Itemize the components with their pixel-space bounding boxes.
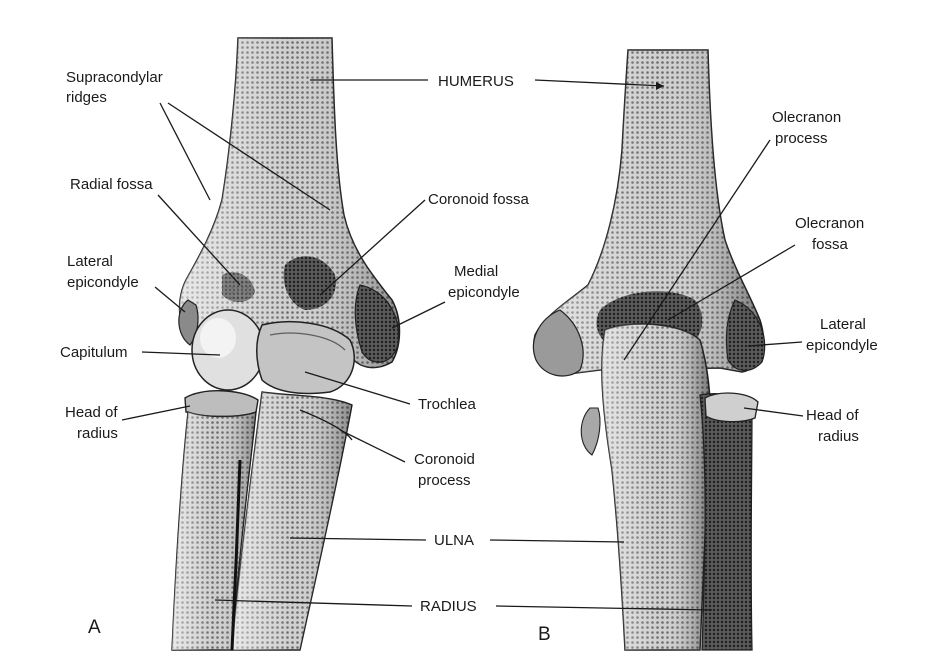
medial-epicondyle-shape-b bbox=[532, 309, 584, 377]
label-trochlea: Trochlea bbox=[418, 396, 476, 413]
radius-head-shape-a bbox=[184, 390, 259, 418]
label-lateral-epicondyle-a-line1: Lateral bbox=[67, 253, 113, 270]
label-lateral-epicondyle-a-line2: epicondyle bbox=[67, 274, 139, 291]
label-olecranon-fossa-line2: fossa bbox=[812, 236, 849, 253]
label-olecranon-process-line2: process bbox=[775, 130, 828, 147]
radius-head-shape-b bbox=[704, 392, 759, 423]
label-olecranon-fossa-line1: Olecranon bbox=[795, 215, 864, 232]
label-medial-epicondyle-line1: Medial bbox=[454, 263, 498, 280]
label-capitulum: Capitulum bbox=[60, 344, 128, 361]
label-coronoid-fossa: Coronoid fossa bbox=[428, 191, 530, 208]
label-lateral-epicondyle-b-line1: Lateral bbox=[820, 316, 866, 333]
label-lateral-epicondyle-b-line2: epicondyle bbox=[806, 337, 878, 354]
label-medial-epicondyle-line2: epicondyle bbox=[448, 284, 520, 301]
anterior-elbow-drawing bbox=[171, 37, 401, 651]
label-coronoid-process-line1: Coronoid bbox=[414, 451, 475, 468]
label-coronoid-process-line2: process bbox=[418, 472, 471, 489]
panel-label-a: A bbox=[88, 617, 101, 638]
radius-shaft-b bbox=[699, 393, 753, 651]
leader-lines bbox=[121, 79, 804, 611]
posterior-elbow-drawing bbox=[532, 49, 766, 651]
label-olecranon-process-line1: Olecranon bbox=[772, 109, 841, 126]
label-supracondylar-line2: ridges bbox=[66, 89, 107, 106]
label-humerus: HUMERUS bbox=[438, 73, 514, 90]
label-ulna: ULNA bbox=[434, 532, 474, 549]
label-head-of-radius-a-line2: radius bbox=[77, 425, 118, 442]
label-head-of-radius-a-line1: Head of bbox=[65, 404, 118, 421]
radial-fossa-shape bbox=[222, 272, 255, 303]
lateral-epicondyle-shape-b bbox=[725, 299, 766, 371]
label-radial-fossa: Radial fossa bbox=[70, 176, 153, 193]
panel-label-b: B bbox=[538, 624, 551, 645]
label-supracondylar-line1: Supracondylar bbox=[66, 69, 163, 86]
label-radius: RADIUS bbox=[420, 598, 477, 615]
coronoid-fossa-shape bbox=[283, 256, 336, 310]
label-head-of-radius-b-line1: Head of bbox=[806, 407, 859, 424]
label-head-of-radius-b-line2: radius bbox=[818, 428, 859, 445]
labels: HUMERUS Supracondylar ridges Radial foss… bbox=[60, 69, 878, 645]
medial-epicondyle-shape-a bbox=[354, 284, 400, 363]
